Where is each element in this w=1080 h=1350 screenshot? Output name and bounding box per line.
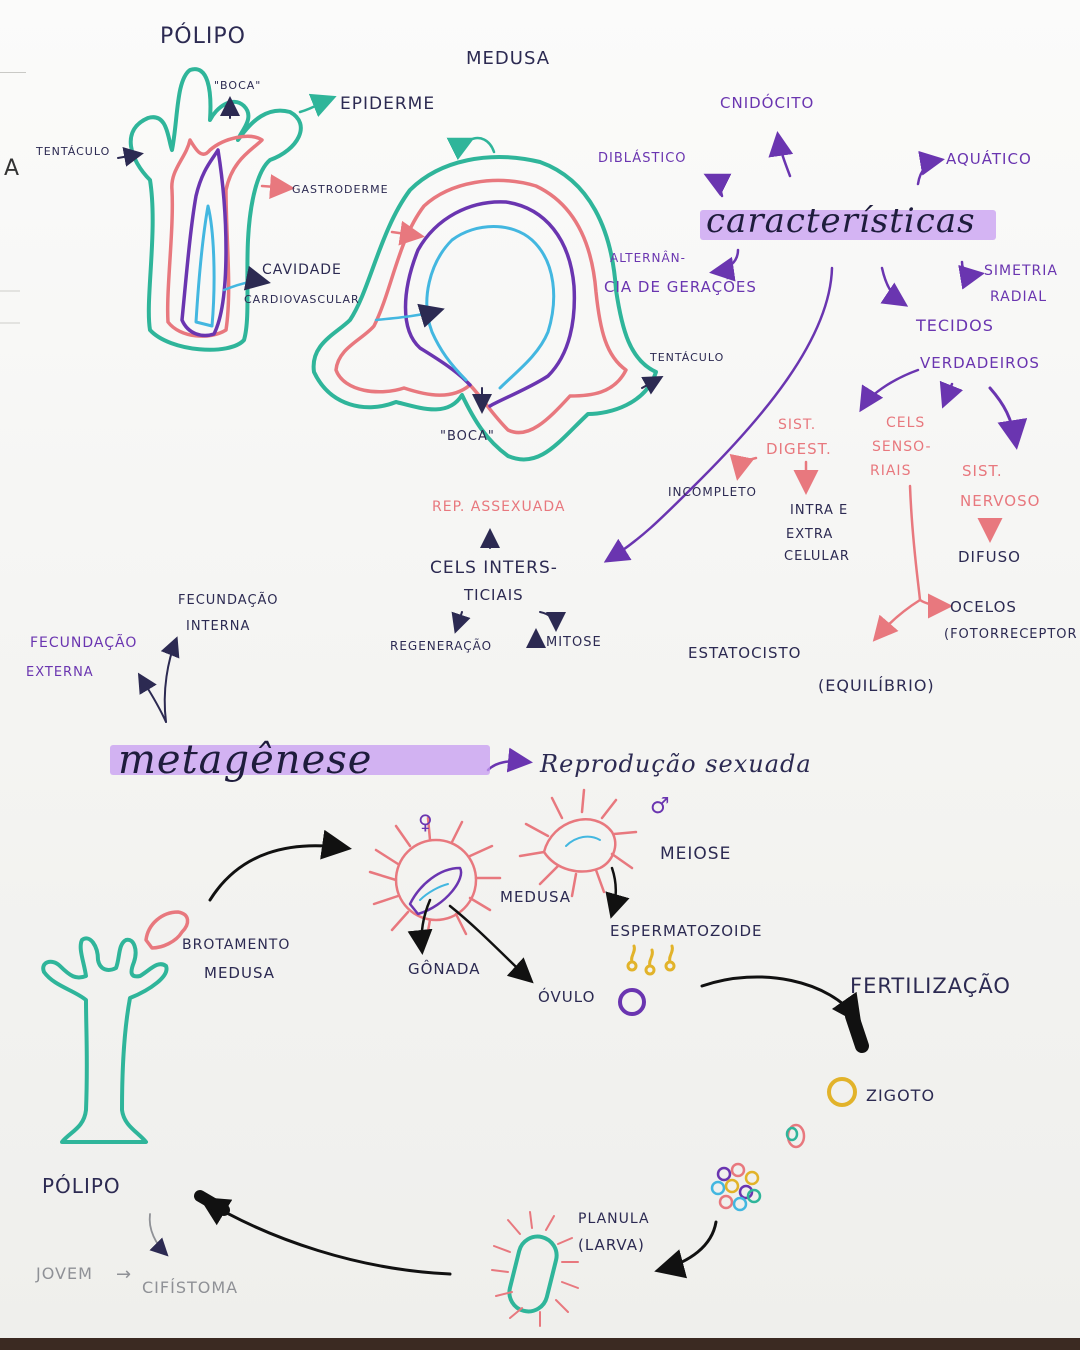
cels-inters-label-2: TICIAIS: [464, 586, 524, 604]
sist-nervoso-label-2: NERVOSO: [960, 492, 1041, 510]
brotamento-label-2: MEDUSA: [204, 964, 276, 982]
incompleto-label: INCOMPLETO: [668, 485, 757, 499]
jovem-arrow-glyph: →: [116, 1264, 133, 1285]
female-gonad: [408, 866, 463, 916]
reproducao-sexuada-label: Reprodução sexuada: [540, 750, 812, 778]
fecundacao-interna-label-2: INTERNA: [186, 619, 251, 634]
polyp-anatomy-drawing: [117, 67, 337, 352]
female-medusa: [368, 816, 502, 944]
jovem-label: JOVEM: [36, 1264, 93, 1283]
tecidos-label-1: TECIDOS: [916, 316, 994, 335]
boca-bottom-label: "BOCA": [440, 429, 495, 444]
polipo-title: PÓLIPO: [160, 24, 246, 49]
regeneracao-label: REGENERAÇÃO: [390, 639, 493, 653]
polyp-gastrodermis: [165, 134, 264, 338]
boca-top-label: "BOCA": [214, 79, 262, 92]
sist-digest-label-2: DIGEST.: [766, 440, 832, 458]
cnidocito-label: CNIDÓCITO: [720, 94, 815, 112]
sist-digest-label-1: SIST.: [778, 417, 817, 433]
polyp-epidermis: [128, 67, 303, 352]
alternancia-label-1: ALTERNÂN-: [610, 251, 686, 265]
zigoto-label: ZIGOTO: [866, 1086, 936, 1105]
sist-nervoso-label-1: SIST.: [962, 462, 1003, 480]
ocelos-label: OCELOS: [950, 598, 1017, 616]
fecundacao-externa-label-1: FECUNDAÇÃO: [30, 635, 138, 651]
epiderme-label: EPIDERME: [340, 94, 436, 114]
paper-stack-edge: [0, 290, 20, 324]
metagenese-title: metagênese: [118, 737, 373, 783]
planula-label-1: PLANULA: [578, 1211, 650, 1227]
tecidos-label-2: VERDADEIROS: [920, 354, 1040, 372]
simetria-label-2: RADIAL: [990, 289, 1048, 305]
aquatico-label: AQUÁTICO: [946, 150, 1032, 168]
polyp-outline: [41, 936, 169, 1144]
characteristics-arrows: [137, 131, 1028, 773]
fotorreceptor-label: (FOTORRECEPTOR: [944, 627, 1078, 642]
fertilizacao-label: FERTILIZAÇÃO: [850, 974, 1011, 998]
simetria-label-1: SIMETRIA: [984, 263, 1058, 279]
polyp-cavity: [194, 204, 216, 328]
paper-stack-line: [0, 72, 26, 73]
equilibrio-label: (EQUILÍBRIO): [818, 676, 935, 695]
polipo-cycle-label: PÓLIPO: [42, 1174, 121, 1198]
intra-label-3: CELULAR: [784, 549, 850, 564]
tentaculo-right-label: TENTÁCULO: [650, 351, 725, 364]
cavidade-label-2: CARDIOVASCULAR: [244, 293, 360, 306]
meiose-label: MEIOSE: [660, 844, 732, 864]
cleavage-cells: [710, 1123, 806, 1212]
gastroderme-label: GASTRODERME: [292, 183, 389, 196]
medusa-cycle-label: MEDUSA: [500, 888, 572, 906]
mitose-label: MITOSE: [546, 635, 602, 650]
caracteristicas-highlight: [700, 210, 996, 240]
cavidade-label-1: CAVIDADE: [262, 262, 342, 278]
medusa-anatomy-drawing: [311, 136, 664, 462]
fecundacao-interna-label-1: FECUNDAÇÃO: [178, 593, 279, 608]
ovum-circle: [618, 988, 646, 1016]
tentaculo-left-label: TENTÁCULO: [36, 145, 111, 158]
planula-larva: [491, 1211, 579, 1327]
page-edge-letter: A: [4, 156, 20, 181]
bud-outline: [144, 910, 190, 950]
alternancia-label-2: CIA DE GERAÇÕES: [604, 278, 757, 296]
sperm-cells: [626, 944, 676, 976]
medusa-outer-layer: [311, 155, 658, 462]
male-symbol: ♂: [650, 794, 671, 819]
ovulo-label: ÓVULO: [538, 988, 596, 1006]
brotamento-label-1: BROTAMENTO: [182, 937, 291, 953]
difuso-label: DIFUSO: [958, 548, 1021, 566]
caracteristicas-title: características: [706, 201, 976, 241]
intra-label-1: INTRA E: [790, 503, 849, 518]
cels-inters-label-1: CELS INTERS-: [430, 558, 558, 578]
diblastico-label: DIBLÁSTICO: [598, 151, 687, 166]
cels-sensoriais-label-1: CELS: [886, 415, 926, 431]
life-cycle-drawing: [41, 788, 869, 1327]
cels-sensoriais-label-3: RIAIS: [870, 463, 912, 479]
espermatozoide-label: ESPERMATOZOIDE: [610, 922, 763, 940]
rep-assexuada-label: REP. ASSEXUADA: [432, 499, 566, 515]
estatocisto-label: ESTATOCISTO: [688, 644, 802, 662]
intra-label-2: EXTRA: [786, 527, 834, 542]
medusa-middle-layer: [334, 178, 628, 435]
medusa-inner-layer: [403, 200, 577, 408]
male-medusa: [518, 788, 638, 898]
polyp-gastroderm-inner: [180, 148, 228, 338]
metagenese-highlight: [110, 745, 490, 775]
medusa-cavity: [425, 225, 556, 390]
cifistoma-label: CIFÍSTOMA: [142, 1278, 239, 1297]
female-symbol: ♀: [418, 810, 434, 834]
fecundacao-externa-label-2: EXTERNA: [26, 665, 94, 680]
gonada-label: GÔNADA: [408, 960, 481, 978]
cels-sensoriais-label-2: SENSO-: [872, 439, 932, 455]
medusa-title: MEDUSA: [466, 48, 551, 69]
zygote-circle: [827, 1077, 857, 1107]
planula-label-2: (LARVA): [578, 1236, 645, 1254]
